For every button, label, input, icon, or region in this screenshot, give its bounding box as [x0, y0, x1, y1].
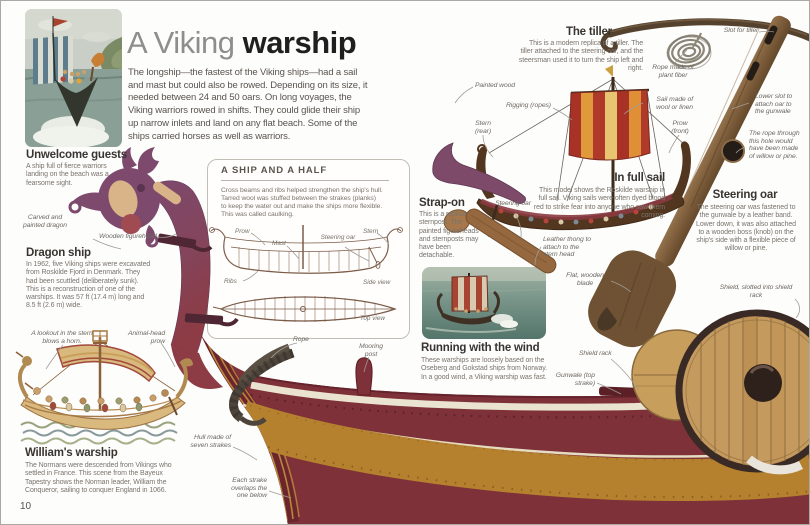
lookout-label: A lookout in the stern blows a horn.: [31, 330, 93, 345]
gunwale-label: Gunwale (top strake): [555, 372, 595, 387]
stern-rear-label: Stern (rear): [474, 120, 491, 135]
shield-slotted-label: Shield, slotted into shield rack: [719, 284, 793, 299]
strap-on-heading: Strap-on: [419, 197, 465, 209]
painted-wood-label: Painted wood: [475, 82, 515, 89]
page-title: A Viking warship: [127, 25, 357, 61]
rope-plant-fiber-label: Rope made of plant fiber: [652, 64, 694, 79]
strake-overlap-label: Each strake overlaps the one below: [231, 477, 267, 500]
lower-slot-label: Lower slot to attach oar to the gunwale: [755, 93, 793, 116]
running-with-wind-heading: Running with the wind: [421, 342, 540, 354]
diagram-side-view-label: Side view: [363, 279, 391, 286]
bayeux-tapestry-illustration: [15, 330, 193, 445]
wooden-figurehead-label: Wooden figurehead: [99, 233, 157, 240]
ship-and-a-half-body: Cross beams and ribs helped strengthen t…: [221, 187, 383, 219]
dragon-ship-heading: Dragon ship: [26, 247, 91, 259]
dragon-ship-body: In 1962, five Viking ships were excavate…: [26, 261, 151, 310]
prow-front-label: Prow (front): [671, 120, 689, 135]
page-title-bold: warship: [242, 25, 357, 60]
diagram-ribs-label: Ribs: [224, 278, 237, 285]
diagram-mast-label: Mast: [272, 240, 286, 247]
diagram-prow-label: Prow: [235, 228, 250, 235]
sail-wool-label: Sail made of wool or linen: [656, 96, 693, 111]
steering-oar-body: The steering oar was fastened to the gun…: [696, 204, 796, 253]
ship-and-a-half-box: [207, 159, 410, 339]
running-with-wind-body: These warships are loosely based on the …: [421, 357, 548, 381]
hull-strakes-label: Hull made of seven strakes: [190, 434, 231, 449]
leather-thong-label: Leather thong to attach to the stern hea…: [543, 236, 591, 259]
williams-warship-heading: William's warship: [25, 447, 118, 459]
unwelcome-guests-body: A ship full of fierce warriors landing o…: [26, 163, 109, 187]
steering-oar-replica-label: Steering oar: [495, 200, 531, 207]
strap-on-body: This is a replica sternpost. The painted…: [419, 211, 479, 260]
viking-landing-painting: [25, 9, 122, 147]
steering-oar-heading: Steering oar: [712, 189, 778, 201]
rigging-label: Rigging (ropes): [506, 102, 551, 109]
ship-and-a-half-heading: A SHIP AND A HALF: [221, 165, 328, 176]
mooring-post-label: Mooring post: [359, 343, 383, 358]
diagram-stern-label: Stern: [363, 228, 379, 235]
rope-willow-label: The rope through this hole would have be…: [749, 130, 800, 160]
page-title-light: A Viking: [127, 25, 243, 60]
diagram-top-view-label: Top view: [360, 315, 385, 322]
rope-label: Rope: [293, 336, 309, 343]
box-rule: [221, 180, 389, 181]
williams-warship-body: The Normans were descended from Vikings …: [25, 462, 172, 494]
flat-blade-label: Flat, wooden blade: [566, 272, 604, 287]
animal-head-prow-label: Animal-head prow: [127, 330, 165, 345]
the-tiller-body: This is a modern replica of a tiller. Th…: [518, 40, 643, 72]
shield-rack-label: Shield rack: [579, 350, 612, 357]
the-tiller-heading: The tiller: [566, 26, 612, 38]
carved-dragon-label: Carved and painted dragon: [23, 214, 67, 229]
intro-paragraph: The longship—the fastest of the Viking s…: [128, 67, 368, 142]
in-full-sail-body: This model shows the Roskilde warship in…: [533, 187, 665, 219]
unwelcome-guests-heading: Unwelcome guests: [26, 149, 127, 161]
diagram-steering-oar-label: Steering oar: [320, 234, 356, 241]
slot-for-tiller-label: Slot for tiller: [723, 27, 759, 34]
in-full-sail-heading: In full sail: [614, 172, 665, 184]
page-number: 10: [20, 501, 32, 512]
running-with-wind-painting: [422, 267, 546, 339]
